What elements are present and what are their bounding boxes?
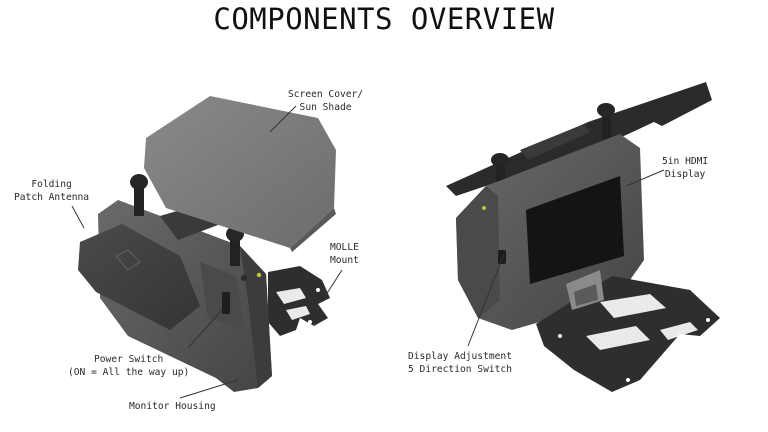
leader-display-adjustment — [467, 253, 505, 347]
label-hdmi-display: 5in HDMI Display — [662, 156, 709, 180]
hdmi-display-screen — [526, 176, 624, 284]
left-device-view — [78, 96, 336, 392]
leader-monitor-housing — [179, 379, 239, 399]
leader-lines — [71, 105, 665, 399]
leader-folding-antenna — [71, 205, 85, 229]
label-display-adjustment: Display Adjustment 5 Direction Switch — [408, 351, 512, 375]
label-folding-patch-antenna: Folding Patch Antenna — [14, 179, 90, 203]
label-screen-cover: Screen Cover/ Sun Shade — [288, 89, 364, 113]
screen-cover-sun-shade — [144, 96, 336, 248]
left-molle-plate — [268, 266, 330, 336]
leader-power-switch — [187, 309, 223, 349]
leader-screen-cover — [269, 105, 297, 133]
display-adjustment-switch — [498, 250, 506, 264]
leader-molle-mount — [323, 269, 343, 299]
right-device-view — [446, 82, 720, 392]
leader-hdmi-display — [625, 169, 665, 187]
label-molle-mount: MOLLE Mount — [330, 242, 359, 266]
label-power-switch: Power Switch (ON = All the way up) — [68, 354, 190, 378]
label-monitor-housing: Monitor Housing — [129, 401, 216, 412]
power-switch — [222, 292, 230, 314]
folding-patch-antenna — [78, 224, 200, 330]
page-title: COMPONENTS OVERVIEW — [213, 2, 555, 36]
